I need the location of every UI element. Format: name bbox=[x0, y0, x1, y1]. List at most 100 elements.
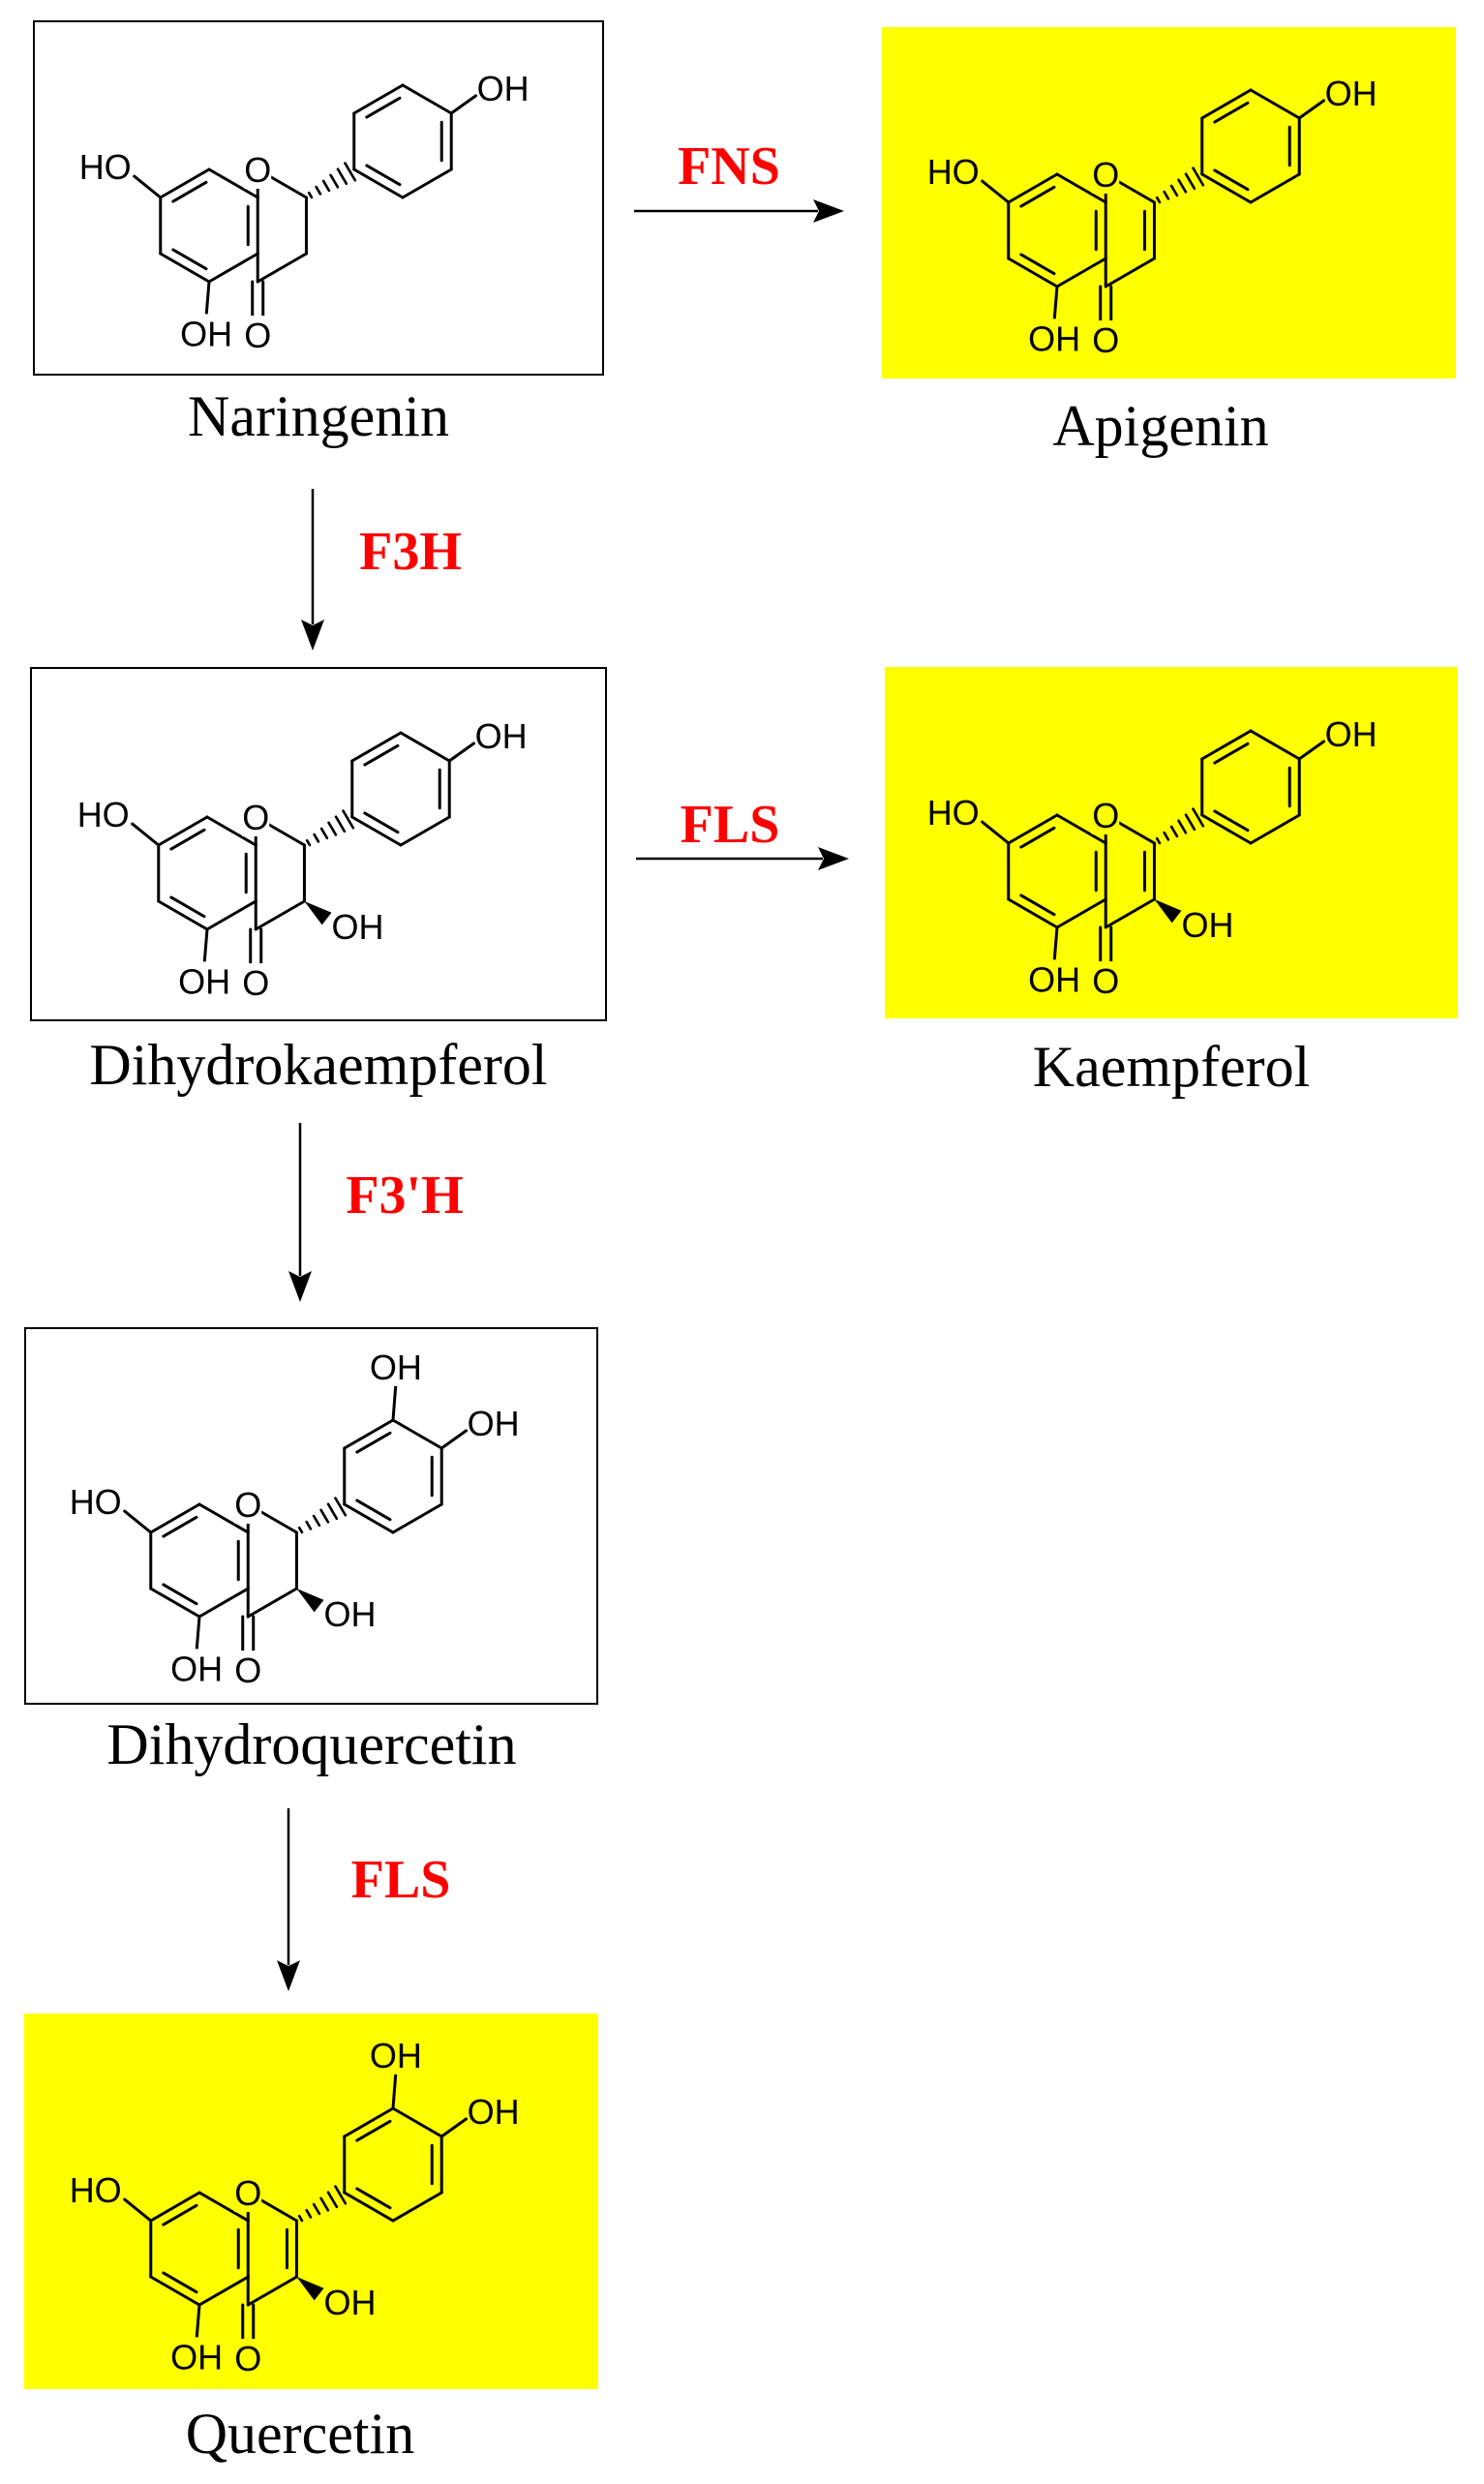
c-ring-bond bbox=[246, 1587, 298, 1619]
double-bond-line bbox=[355, 1499, 392, 1522]
carbonyl-oxygen-label: O bbox=[234, 2339, 261, 2378]
hydroxyl-7-label: HO bbox=[70, 2170, 122, 2210]
dihydrokaempferol-label: Dihydrokaempferol bbox=[89, 1033, 547, 1097]
hydroxyl-3prime-label: OH bbox=[370, 1347, 422, 1387]
ring-oxygen-label: O bbox=[234, 1485, 261, 1525]
a-ring-bond bbox=[157, 899, 209, 931]
oh-bond bbox=[439, 1429, 469, 1450]
a-ring-bond bbox=[1055, 813, 1107, 845]
b-ring-bond bbox=[1249, 88, 1301, 120]
a-ring-bond bbox=[1007, 813, 1059, 845]
oh-bond bbox=[204, 280, 211, 318]
svg-text:O: O bbox=[234, 1651, 261, 1690]
a-ring-bond bbox=[149, 1587, 201, 1619]
svg-text:OH: OH bbox=[1182, 905, 1234, 945]
hydroxyl-5-label: OH bbox=[1028, 318, 1080, 358]
double-bond-line bbox=[1213, 809, 1250, 833]
oh-bond bbox=[133, 174, 163, 199]
svg-text:OH: OH bbox=[324, 1594, 377, 1634]
b-ring-bond bbox=[391, 2106, 443, 2138]
b-ring-bond bbox=[1200, 88, 1253, 120]
svg-text:OH: OH bbox=[332, 907, 384, 947]
svg-text:O: O bbox=[244, 316, 271, 355]
hydroxyl-7-label: HO bbox=[927, 152, 980, 192]
double-bond-line bbox=[355, 2119, 392, 2142]
svg-text:OH: OH bbox=[178, 961, 230, 1001]
oh-bond bbox=[981, 179, 1011, 204]
oh-bond bbox=[1297, 99, 1326, 120]
hashed-wedge-bond bbox=[305, 809, 355, 847]
b-ring-bond bbox=[1249, 729, 1301, 761]
svg-text:OH: OH bbox=[370, 2036, 422, 2075]
double-bond-line bbox=[365, 96, 402, 119]
ring-oxygen-label: O bbox=[242, 798, 269, 837]
a-ring-bond bbox=[205, 815, 257, 847]
svg-text:OH: OH bbox=[324, 2283, 377, 2322]
hydroxyl-5-label: OH bbox=[1028, 959, 1080, 999]
svg-text:OH: OH bbox=[170, 2337, 223, 2377]
c-ring-bond bbox=[1104, 897, 1156, 929]
hydroxyl-3-label: OH bbox=[1182, 905, 1234, 945]
b-ring-bond bbox=[343, 1418, 395, 1450]
double-bond-line bbox=[1213, 168, 1250, 192]
c-ring-bond bbox=[256, 252, 308, 284]
reaction-arrow-f3ph: F3'H bbox=[288, 1123, 464, 1302]
b-ring-bond bbox=[350, 731, 403, 763]
double-bond-line bbox=[1213, 101, 1250, 124]
oh-bond bbox=[202, 927, 209, 965]
double-bond-line bbox=[162, 1583, 198, 1606]
double-bond-line bbox=[162, 2271, 198, 2294]
svg-text:OH: OH bbox=[468, 1404, 520, 1443]
double-bond-line bbox=[355, 2187, 392, 2210]
hydroxyl-7-label: HO bbox=[79, 147, 132, 187]
ring-oxygen-label: O bbox=[1092, 155, 1119, 195]
a-ring-bond bbox=[159, 167, 211, 199]
c-ring-bond bbox=[246, 2275, 298, 2307]
hydroxyl-4prime-label: OH bbox=[468, 2091, 520, 2132]
hydroxyl-3-label: OH bbox=[324, 1594, 377, 1634]
double-bond-line bbox=[169, 895, 206, 919]
oh-bond bbox=[981, 820, 1011, 845]
svg-text:O: O bbox=[1092, 961, 1119, 1001]
carbonyl-oxygen-label: O bbox=[234, 1651, 261, 1690]
svg-text:O: O bbox=[234, 2173, 261, 2213]
b-ring-bond bbox=[352, 83, 405, 115]
oh-bond bbox=[1297, 740, 1326, 761]
double-bond-line bbox=[355, 1431, 392, 1454]
hydroxyl-3-label: OH bbox=[332, 907, 384, 947]
dihydroquercetin-label: Dihydroquercetin bbox=[106, 1712, 516, 1776]
enzyme-label-fls-1: FLS bbox=[681, 795, 780, 855]
b-ring-bond bbox=[1200, 813, 1253, 845]
a-ring-bond bbox=[207, 167, 259, 199]
double-bond-line bbox=[1213, 742, 1250, 765]
ring-oxygen-label: O bbox=[234, 2173, 261, 2213]
ring-oxygen-label: O bbox=[1092, 796, 1119, 835]
svg-text:O: O bbox=[242, 963, 269, 1003]
hashed-wedge-bond bbox=[1155, 167, 1205, 204]
svg-text:HO: HO bbox=[77, 795, 130, 834]
hydroxyl-5-label: OH bbox=[170, 2337, 223, 2377]
carbonyl-oxygen-label: O bbox=[242, 963, 269, 1003]
reaction-arrow-f3h: F3H bbox=[301, 489, 462, 651]
double-bond-line bbox=[363, 743, 400, 767]
a-ring-bond bbox=[1055, 257, 1107, 288]
svg-text:OH: OH bbox=[370, 1348, 422, 1387]
a-ring-bond bbox=[1055, 172, 1107, 204]
svg-text:HO: HO bbox=[70, 2170, 122, 2210]
double-bond-line bbox=[162, 1515, 198, 1538]
oh-bond bbox=[439, 2117, 469, 2138]
solid-wedge-bond bbox=[1154, 899, 1182, 924]
svg-text:OH: OH bbox=[1325, 714, 1378, 754]
svg-text:HO: HO bbox=[927, 793, 980, 833]
hydroxyl-5-label: OH bbox=[170, 1649, 223, 1688]
carbonyl-oxygen-label: O bbox=[244, 316, 271, 355]
b-ring-bond bbox=[1249, 172, 1301, 204]
carbonyl-oxygen-label: O bbox=[1092, 320, 1119, 360]
hydroxyl-5-label: OH bbox=[178, 961, 230, 1001]
svg-text:OH: OH bbox=[1028, 959, 1080, 999]
enzyme-label-f3ph: F3'H bbox=[346, 1166, 463, 1226]
